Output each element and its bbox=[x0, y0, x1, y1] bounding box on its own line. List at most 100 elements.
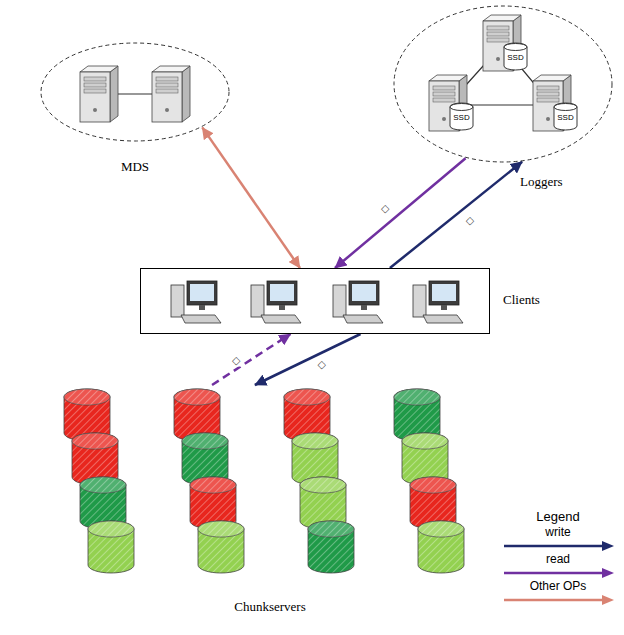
disk-top-shade bbox=[80, 477, 126, 493]
drive-bay bbox=[487, 26, 509, 30]
pc-tower bbox=[251, 285, 264, 317]
legend-line bbox=[504, 572, 604, 575]
legend-sample bbox=[498, 567, 616, 579]
legend-line bbox=[504, 599, 604, 602]
pc-tower bbox=[333, 285, 346, 317]
legend-arrow-head bbox=[602, 595, 614, 605]
pc-keyboard bbox=[261, 315, 301, 323]
pc-screen bbox=[270, 284, 294, 301]
server-top bbox=[483, 15, 521, 21]
disk-top-shade bbox=[300, 477, 346, 493]
legend-text: Other OPs bbox=[498, 579, 618, 594]
ssd-disk: SSD bbox=[503, 43, 528, 71]
node-shape bbox=[393, 5, 613, 163]
pc-keyboard bbox=[181, 315, 221, 323]
disk-body bbox=[88, 521, 134, 573]
data-flow-arrow bbox=[335, 158, 466, 268]
disk-top bbox=[402, 433, 448, 449]
disk-top bbox=[450, 104, 473, 111]
edge-marker: ◇ bbox=[316, 357, 326, 370]
label-slot: SSD bbox=[453, 113, 469, 122]
legend-sample bbox=[498, 594, 616, 606]
group-label: Chunkservers bbox=[234, 600, 306, 615]
disk-top bbox=[410, 477, 456, 493]
label-slot: Chunkservers bbox=[234, 600, 306, 615]
drive-bay bbox=[433, 92, 455, 96]
chunkserver-disk bbox=[308, 521, 354, 573]
node-shape bbox=[40, 42, 230, 142]
legend-arrow-head bbox=[602, 541, 614, 551]
server-side bbox=[182, 66, 190, 122]
chunkserver-disk bbox=[418, 521, 464, 573]
disk-top-shade bbox=[410, 477, 456, 493]
disk-top bbox=[308, 521, 354, 537]
drive-bay bbox=[537, 98, 559, 102]
disk-top-shade bbox=[64, 389, 110, 405]
disk-top-shade bbox=[292, 433, 338, 449]
server-icon bbox=[80, 66, 118, 122]
label-slot: SSD bbox=[557, 113, 573, 122]
disk-top-shade bbox=[308, 521, 354, 537]
disk-label: SSD bbox=[557, 113, 573, 122]
pc-stand bbox=[279, 305, 285, 310]
disk-top bbox=[190, 477, 236, 493]
server-front bbox=[80, 72, 110, 122]
disk-label: SSD bbox=[507, 53, 523, 62]
ssd-disk: SSD bbox=[553, 103, 578, 131]
client-box: Clients bbox=[140, 268, 490, 334]
power-led bbox=[93, 108, 97, 112]
disk-top-shade bbox=[182, 433, 228, 449]
disk-top-shade bbox=[402, 433, 448, 449]
power-led bbox=[546, 117, 550, 121]
disk-top-shade bbox=[418, 521, 464, 537]
label-slot: Clients bbox=[503, 293, 540, 308]
disk-top-shade bbox=[394, 389, 440, 405]
disk-top-shade bbox=[88, 521, 134, 537]
group-label: MDS bbox=[121, 160, 149, 175]
disk-top-shade bbox=[284, 389, 330, 405]
disk-top bbox=[80, 477, 126, 493]
disk-top bbox=[64, 389, 110, 405]
data-flow-arrow bbox=[255, 334, 361, 385]
pc-stand bbox=[441, 305, 447, 310]
disk-top-shade bbox=[190, 477, 236, 493]
server-top bbox=[429, 75, 467, 81]
legend-arrow-head bbox=[602, 568, 614, 578]
drive-bay bbox=[487, 38, 509, 42]
disk-top bbox=[72, 433, 118, 449]
disk-top bbox=[300, 477, 346, 493]
label-slot: ◇ bbox=[380, 202, 390, 215]
drive-bay bbox=[537, 92, 559, 96]
computer-icon bbox=[251, 281, 301, 323]
chunkserver-disk bbox=[198, 521, 244, 573]
pc-tower bbox=[413, 285, 426, 317]
disk-top bbox=[198, 521, 244, 537]
pc-stand bbox=[199, 305, 205, 310]
legend-sample bbox=[498, 540, 616, 552]
logger-group: SSDSSDSSDLoggers bbox=[393, 5, 613, 163]
power-led bbox=[496, 57, 500, 61]
legend-title: Legend bbox=[498, 508, 618, 525]
group-outline bbox=[394, 6, 612, 162]
disk-top-shade bbox=[174, 389, 220, 405]
disk-body bbox=[308, 521, 354, 573]
pc-screen bbox=[190, 284, 214, 301]
computer-icon bbox=[413, 281, 463, 323]
group-label: Clients bbox=[503, 293, 540, 308]
edge-marker: ◇ bbox=[380, 202, 390, 215]
pc-monitor bbox=[267, 281, 297, 305]
group-outline bbox=[41, 43, 229, 141]
legend-line bbox=[504, 545, 604, 548]
label-slot: ◇ bbox=[465, 213, 475, 226]
label-slot: SSD bbox=[507, 53, 523, 62]
legend-entry: Other OPs bbox=[498, 579, 618, 606]
power-led bbox=[442, 117, 446, 121]
disk-top-shade bbox=[198, 521, 244, 537]
chunkserver-group: Chunkservers bbox=[60, 385, 480, 625]
drive-bay bbox=[156, 83, 178, 87]
server-top bbox=[152, 66, 190, 72]
drive-bay bbox=[84, 83, 106, 87]
edge-marker: ◇ bbox=[231, 353, 241, 366]
data-flow-arrow bbox=[390, 162, 522, 268]
